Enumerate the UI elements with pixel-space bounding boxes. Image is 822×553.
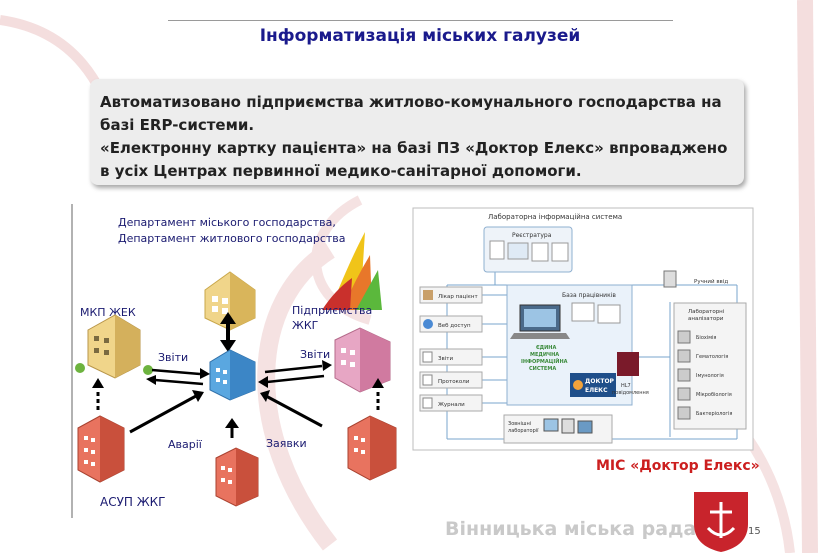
reports-module: Звіти: [419, 348, 483, 366]
staff-base-label: База працівників: [562, 292, 616, 299]
page-number: 15: [748, 526, 761, 537]
external-labs-module: Зовнішні лабораторії: [503, 414, 613, 444]
lab-system-title: Лабораторна інформаційна система: [488, 213, 622, 221]
central-label-2: МЕДИЧНА: [530, 352, 559, 358]
protocols-label: Протоколи: [438, 379, 470, 385]
left-vertical-connector: [92, 378, 104, 412]
department-link-arrow: [220, 312, 236, 352]
patient-portal-module: Лікар пацієнт: [419, 286, 483, 304]
biochemistry-label: Біохімія: [696, 335, 716, 341]
lab-analyzers-label-2: аналізатори: [688, 316, 724, 322]
brand-label-1: ДОКТОР: [585, 378, 615, 385]
title-rule: [168, 20, 673, 21]
hl7-label-1: HL7: [621, 383, 631, 389]
registry-label: Реєстратура: [512, 232, 552, 239]
right-vertical-connector: [372, 378, 384, 412]
protocols-module: Протоколи: [419, 371, 483, 389]
journals-module: Журнали: [419, 394, 483, 412]
asup-label: АСУП ЖКГ: [100, 495, 166, 509]
city-department-building-icon: [204, 271, 256, 331]
footer-org-name: Вінницька міська рада: [445, 518, 697, 540]
doctor-eleks-logo-icon: ДОКТОР ЕЛЕКС: [570, 373, 616, 397]
departments-label-1: Департамент міського господарства,: [118, 216, 336, 229]
residential-building-icon: [215, 447, 259, 507]
external-labs-label-2: лабораторії: [508, 428, 539, 434]
bacteriology-label: Бактеріологія: [696, 411, 732, 417]
callout-line-1: Автоматизовано підприємства житлово-кому…: [100, 93, 722, 111]
registry-documents-icon: [489, 240, 569, 262]
callout-line-2: базі ERP-системи.: [100, 116, 255, 134]
laptop-icon: [510, 304, 570, 339]
summary-callout: Автоматизовано підприємства житлово-кому…: [90, 79, 744, 185]
web-access-module: Веб доступ: [419, 315, 483, 333]
mkp-label: МКП ЖЕК: [80, 306, 136, 319]
lab-reports-label: Звіти: [438, 356, 453, 362]
erp-logo-icon: [322, 232, 382, 310]
enterprises-label-1: Підприємства: [292, 304, 372, 317]
accident-arrows: [129, 390, 323, 438]
residential-building-icon: [77, 415, 125, 483]
mkp-building-icon: [75, 314, 153, 379]
central-label-4: СИСТЕМА: [529, 366, 556, 372]
central-label-3: ІНФОРМАЦІЙНА: [521, 357, 568, 365]
requests-label: Заявки: [266, 437, 307, 450]
journals-label: Журнали: [438, 402, 465, 408]
lab-analyzers-label-1: Лабораторні: [688, 309, 725, 315]
reports-left-label: Звіти: [158, 351, 188, 364]
manual-input-label: Ручний ввід: [694, 278, 728, 285]
web-access-label: Веб доступ: [438, 323, 471, 329]
accidents-label: Аварії: [168, 438, 203, 451]
external-labs-label-1: Зовнішні: [508, 421, 531, 427]
patient-portal-label: Лікар пацієнт: [438, 294, 478, 300]
housing-diagram: Департамент міського господарства, Депар…: [71, 204, 397, 518]
lab-analyzers-module: Лабораторні аналізатори Біохімія Гематол…: [673, 302, 747, 430]
callout-line-4: в усіх Центрах первинної медико-санітарн…: [100, 162, 582, 180]
immunology-label: Імунологія: [696, 373, 724, 379]
reports-right-label: Звіти: [300, 348, 330, 361]
hematology-label: Гематологія: [696, 354, 728, 360]
residential-building-icon: [347, 415, 397, 481]
slide-title: Інформатизація міських галузей: [259, 26, 581, 46]
lab-system-diagram: Лабораторна інформаційна система Реєстра…: [412, 207, 754, 451]
callout-line-3: «Електронну картку пацієнта» на базі ПЗ …: [100, 139, 728, 157]
enterprises-building-icon: [334, 327, 391, 393]
central-label-1: ЄДИНА: [536, 345, 556, 351]
reports-left-arrows: [146, 368, 210, 386]
enterprises-label-2: ЖКГ: [292, 319, 319, 332]
hl7-label-2: повідомлення: [612, 390, 649, 396]
microbiology-label: Мікробіологія: [696, 392, 732, 398]
departments-label-2: Департамент житлового господарства: [118, 232, 346, 245]
manual-input-module: Ручний ввід: [663, 270, 728, 288]
hl7-module: HL7 повідомлення: [612, 352, 649, 396]
city-coat-of-arms-icon: [694, 492, 748, 552]
brand-label-2: ЕЛЕКС: [585, 387, 608, 394]
mis-caption: МІС «Доктор Елекс»: [596, 458, 760, 474]
control-center-building-icon: [209, 349, 256, 401]
reports-right-arrows: [258, 360, 332, 388]
staff-docs-icon: [571, 302, 621, 324]
